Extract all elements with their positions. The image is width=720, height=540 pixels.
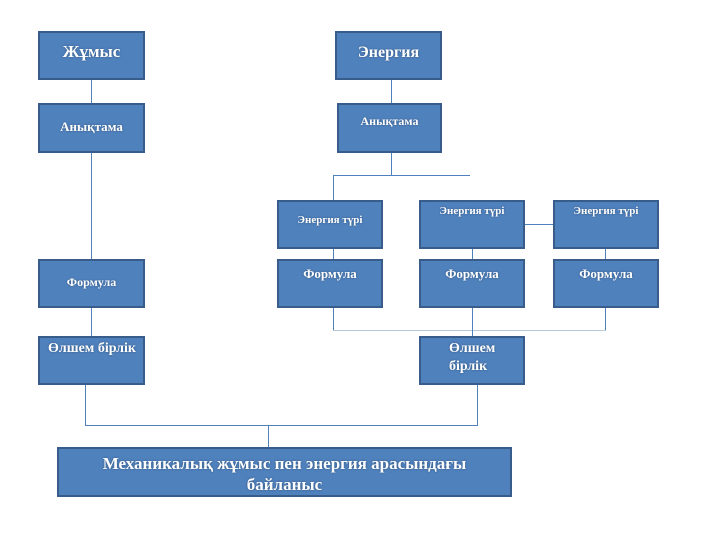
connector bbox=[472, 249, 473, 259]
energy-definition-box: Анықтама bbox=[337, 103, 442, 153]
connector bbox=[477, 385, 478, 425]
connector bbox=[333, 249, 334, 259]
connector bbox=[85, 425, 478, 426]
connector bbox=[333, 330, 606, 331]
connector bbox=[91, 80, 92, 336]
connector bbox=[333, 308, 334, 330]
work-unit-box: Өлшем бірлік bbox=[38, 336, 145, 385]
work-formula-box: Формула bbox=[38, 259, 145, 308]
connector bbox=[268, 425, 269, 447]
energy-title-box: Энергия bbox=[335, 31, 442, 80]
energy-type-box: Энергия түрі bbox=[277, 200, 383, 249]
connector bbox=[333, 175, 470, 176]
connector bbox=[85, 385, 86, 425]
connector bbox=[333, 175, 334, 200]
work-definition-box: Анықтама bbox=[38, 103, 145, 153]
energy-type-box: Энергия түрі bbox=[553, 200, 659, 249]
connector bbox=[605, 308, 606, 330]
relation-box: Механикалық жұмыс пен энергия арасындағы… bbox=[57, 447, 512, 497]
energy-formula-box: Формула bbox=[553, 259, 659, 308]
energy-type-box: Энергия түрі bbox=[419, 200, 525, 249]
connector bbox=[472, 308, 473, 336]
connector bbox=[525, 224, 553, 225]
energy-formula-box: Формула bbox=[419, 259, 525, 308]
energy-unit-box: Өлшем бірлік bbox=[419, 336, 525, 385]
work-title-box: Жұмыс bbox=[38, 31, 145, 80]
connector bbox=[605, 249, 606, 259]
energy-formula-box: Формула bbox=[277, 259, 383, 308]
connector bbox=[391, 153, 392, 175]
connector bbox=[391, 80, 392, 103]
